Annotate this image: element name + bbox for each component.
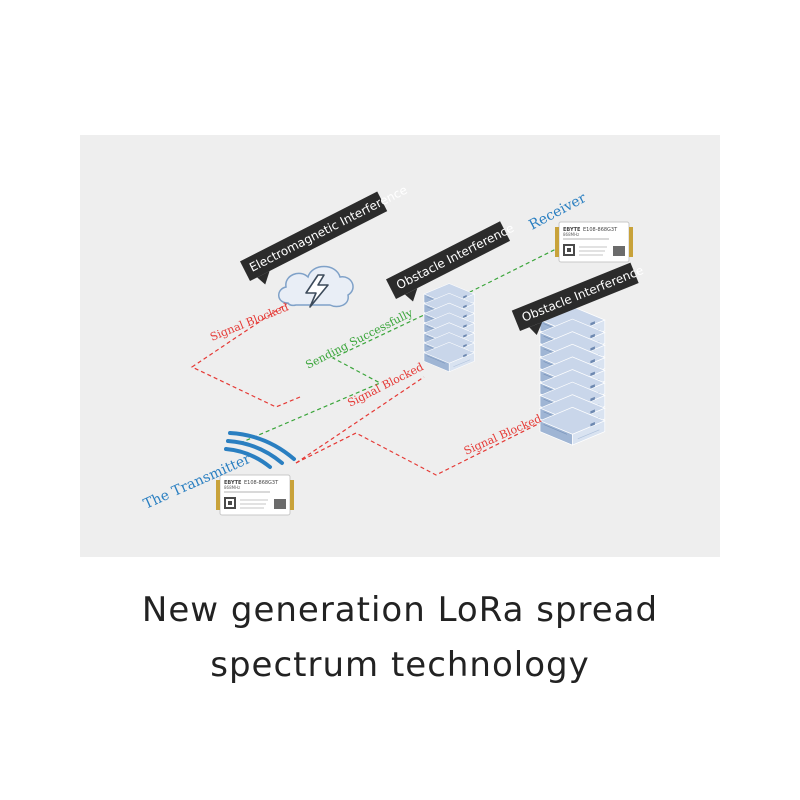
blocked-path-right bbox=[295, 422, 541, 476]
blocked-path-middle bbox=[295, 376, 425, 464]
server-stack-small-icon bbox=[423, 283, 475, 373]
wifi-signal-icon bbox=[224, 431, 296, 469]
svg-text:E108-868G3T: E108-868G3T bbox=[244, 480, 279, 486]
svg-text:Obstacle Interference: Obstacle Interference bbox=[394, 221, 516, 292]
svg-text:EBYTE: EBYTE bbox=[224, 480, 242, 486]
receiver-module-icon: EBYTE E108-868G3T 868MHz bbox=[554, 221, 634, 263]
lora-interference-diagram: EBYTE E108-868G3T 868MHz EBYTE E108-868G… bbox=[141, 183, 645, 516]
transmitter-module-icon: EBYTE E108-868G3T 868MHz bbox=[215, 474, 295, 516]
caption-line-2: spectrum technology bbox=[210, 645, 590, 685]
diagram-panel: EBYTE E108-868G3T 868MHz EBYTE E108-868G… bbox=[80, 135, 720, 557]
cloud-lightning-icon bbox=[278, 265, 354, 308]
label-sending-successfully: Sending Successfully bbox=[303, 306, 415, 372]
label-signal-blocked-right: Signal Blocked bbox=[462, 412, 543, 458]
server-stack-large-icon bbox=[539, 306, 606, 446]
svg-text:868MHz: 868MHz bbox=[224, 485, 240, 490]
svg-text:868MHz: 868MHz bbox=[563, 232, 579, 237]
success-path bbox=[239, 246, 561, 444]
label-signal-blocked-cloud: Signal Blocked bbox=[208, 301, 290, 344]
svg-text:E108-868G3T: E108-868G3T bbox=[583, 227, 618, 233]
svg-text:EBYTE: EBYTE bbox=[563, 227, 581, 233]
blocked-path-cloud bbox=[190, 295, 301, 408]
svg-text:Electromagnetic Interference: Electromagnetic Interference bbox=[247, 183, 409, 275]
caption-line-1: New generation LoRa spread bbox=[141, 590, 659, 630]
